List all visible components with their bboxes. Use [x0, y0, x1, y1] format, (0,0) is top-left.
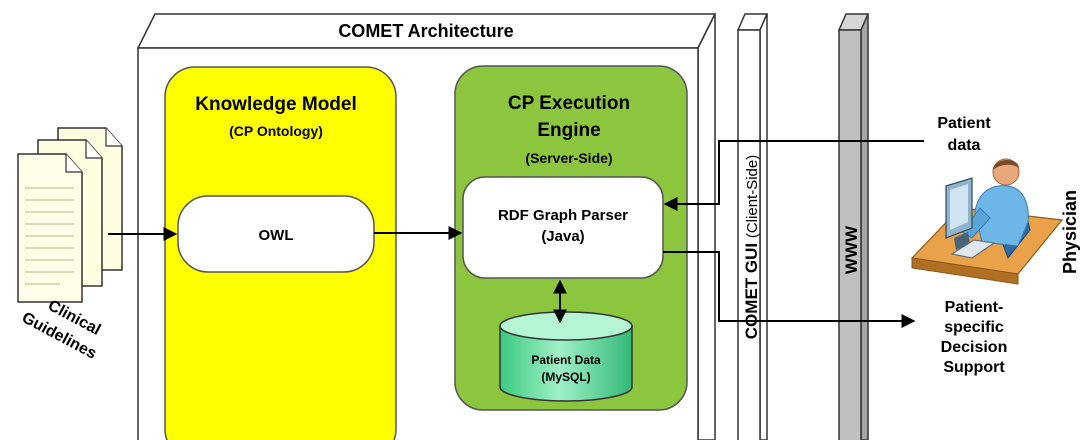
- decision-support-label-line1: Patient-: [945, 299, 1004, 316]
- patient-database-icon: [499, 311, 633, 402]
- patient-data-to-parser-arrow: [663, 140, 924, 211]
- documents-icon: [17, 127, 123, 303]
- knowledge-model-title: Knowledge Model: [195, 94, 357, 115]
- physician-at-computer-icon: [910, 158, 1064, 285]
- comet-gui-panel: [736, 13, 769, 440]
- owl-label: OWL: [259, 227, 294, 244]
- rdf-parser-label-line2: (Java): [541, 228, 584, 245]
- www-panel: [837, 13, 870, 440]
- patient-data-label-line1: Patient: [937, 115, 991, 132]
- decision-support-label-line4: Support: [943, 359, 1005, 376]
- comet-gui-label: COMET GUI (Client-Side): [742, 155, 761, 339]
- www-label: WWW: [842, 225, 861, 274]
- execution-engine-title-line1: CP Execution: [508, 93, 630, 114]
- knowledge-model-subtitle: (CP Ontology): [229, 123, 323, 139]
- parser-to-decision-support-arrow: [663, 251, 916, 328]
- rdf-graph-parser-node: [462, 176, 664, 279]
- knowledge-model-panel: Knowledge Model (CP Ontology) OWL: [164, 66, 397, 440]
- execution-engine-title-line2: Engine: [537, 120, 600, 141]
- connectors: [108, 140, 924, 328]
- decision-support-label-line3: Decision: [941, 339, 1008, 356]
- rdf-parser-label-line1: RDF Graph Parser: [498, 207, 628, 224]
- database-label-line1: Patient Data: [531, 353, 601, 367]
- decision-support-label-line2: specific: [944, 319, 1004, 336]
- database-label-line2: (MySQL): [541, 370, 590, 384]
- physician-label: Physician: [1060, 190, 1080, 274]
- execution-engine-panel: CP Execution Engine (Server-Side) RDF Gr…: [454, 65, 688, 411]
- patient-data-label-line2: data: [948, 137, 981, 154]
- execution-engine-subtitle: (Server-Side): [525, 150, 612, 166]
- architecture-title: COMET Architecture: [338, 21, 513, 41]
